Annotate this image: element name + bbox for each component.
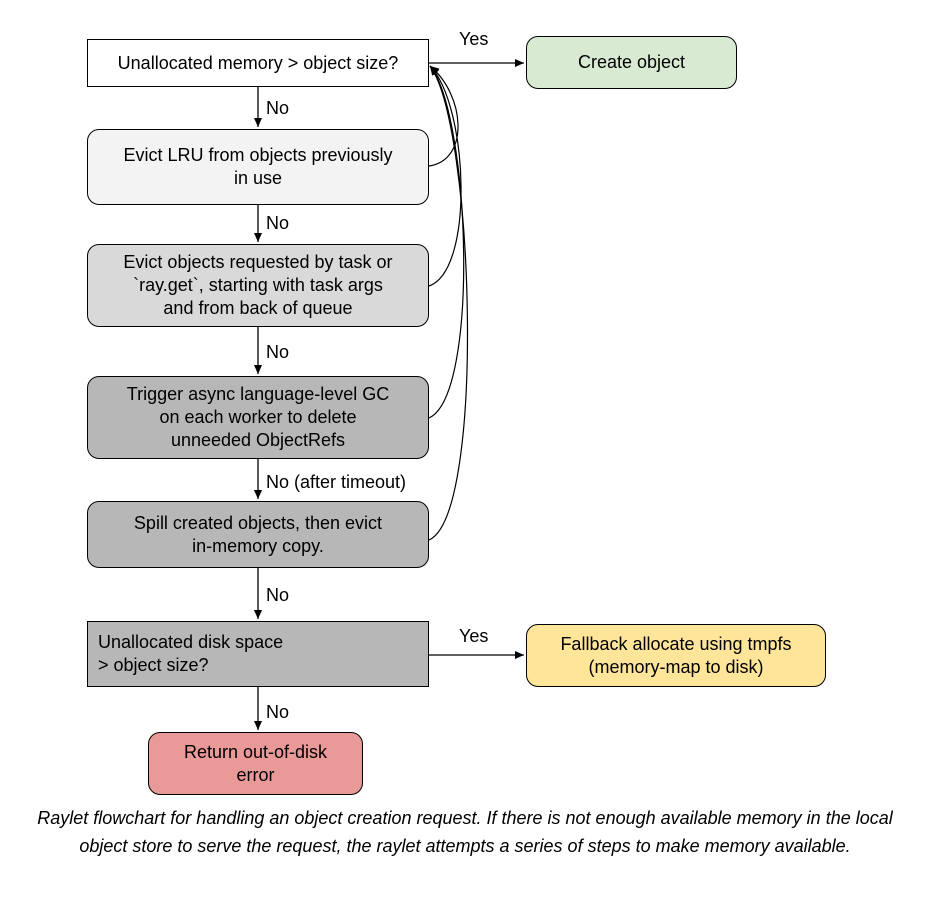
loop-back-lru [428,65,459,167]
node-create-object-label: Create object [577,52,686,72]
loop-back-spill [428,65,469,541]
figure-caption: Raylet flowchart for handling an object … [37,808,893,856]
label-spill-no: No [266,585,290,605]
node-evict-requested-label: Evict objects requested by task or `ray.… [123,252,393,318]
node-fallback-tmpfs-label: Fallback allocate using tmpfs (memory-ma… [560,633,792,677]
node-memory-check: Unallocated memory > object size? [87,39,429,87]
node-spill: Spill created objects, then evict in-mem… [87,501,429,568]
node-disk-check: Unallocated disk space > object size? [87,621,429,687]
loop-back-gc [428,65,465,419]
flowchart-connectors [254,59,524,730]
label-mem-no: No [266,98,290,118]
loop-back-requested [428,65,462,287]
node-memory-check-label: Unallocated memory > object size? [117,52,399,73]
node-create-object: Create object [526,36,737,89]
node-evict-lru-label: Evict LRU from objects previously in use [123,145,393,188]
node-out-of-disk: Return out-of-disk error [148,732,363,795]
node-fallback-tmpfs: Fallback allocate using tmpfs (memory-ma… [526,624,826,687]
node-evict-requested: Evict objects requested by task or `ray.… [87,244,429,327]
label-gc-no: No (after timeout) [266,472,407,492]
label-lru-no: No [266,213,290,233]
node-evict-lru: Evict LRU from objects previously in use [87,129,429,205]
node-out-of-disk-label: Return out-of-disk error [183,741,328,785]
node-disk-check-label: Unallocated disk space > object size? [98,632,284,675]
node-trigger-gc-label: Trigger async language-level GC on each … [126,384,390,450]
flowchart: Unallocated memory > object size? Create… [87,29,826,795]
label-disk-no: No [266,702,290,722]
label-disk-yes: Yes [459,626,489,646]
label-mem-yes: Yes [459,29,489,49]
label-requested-no: No [266,342,290,362]
node-spill-label: Spill created objects, then evict in-mem… [133,512,383,556]
node-trigger-gc: Trigger async language-level GC on each … [87,376,429,459]
